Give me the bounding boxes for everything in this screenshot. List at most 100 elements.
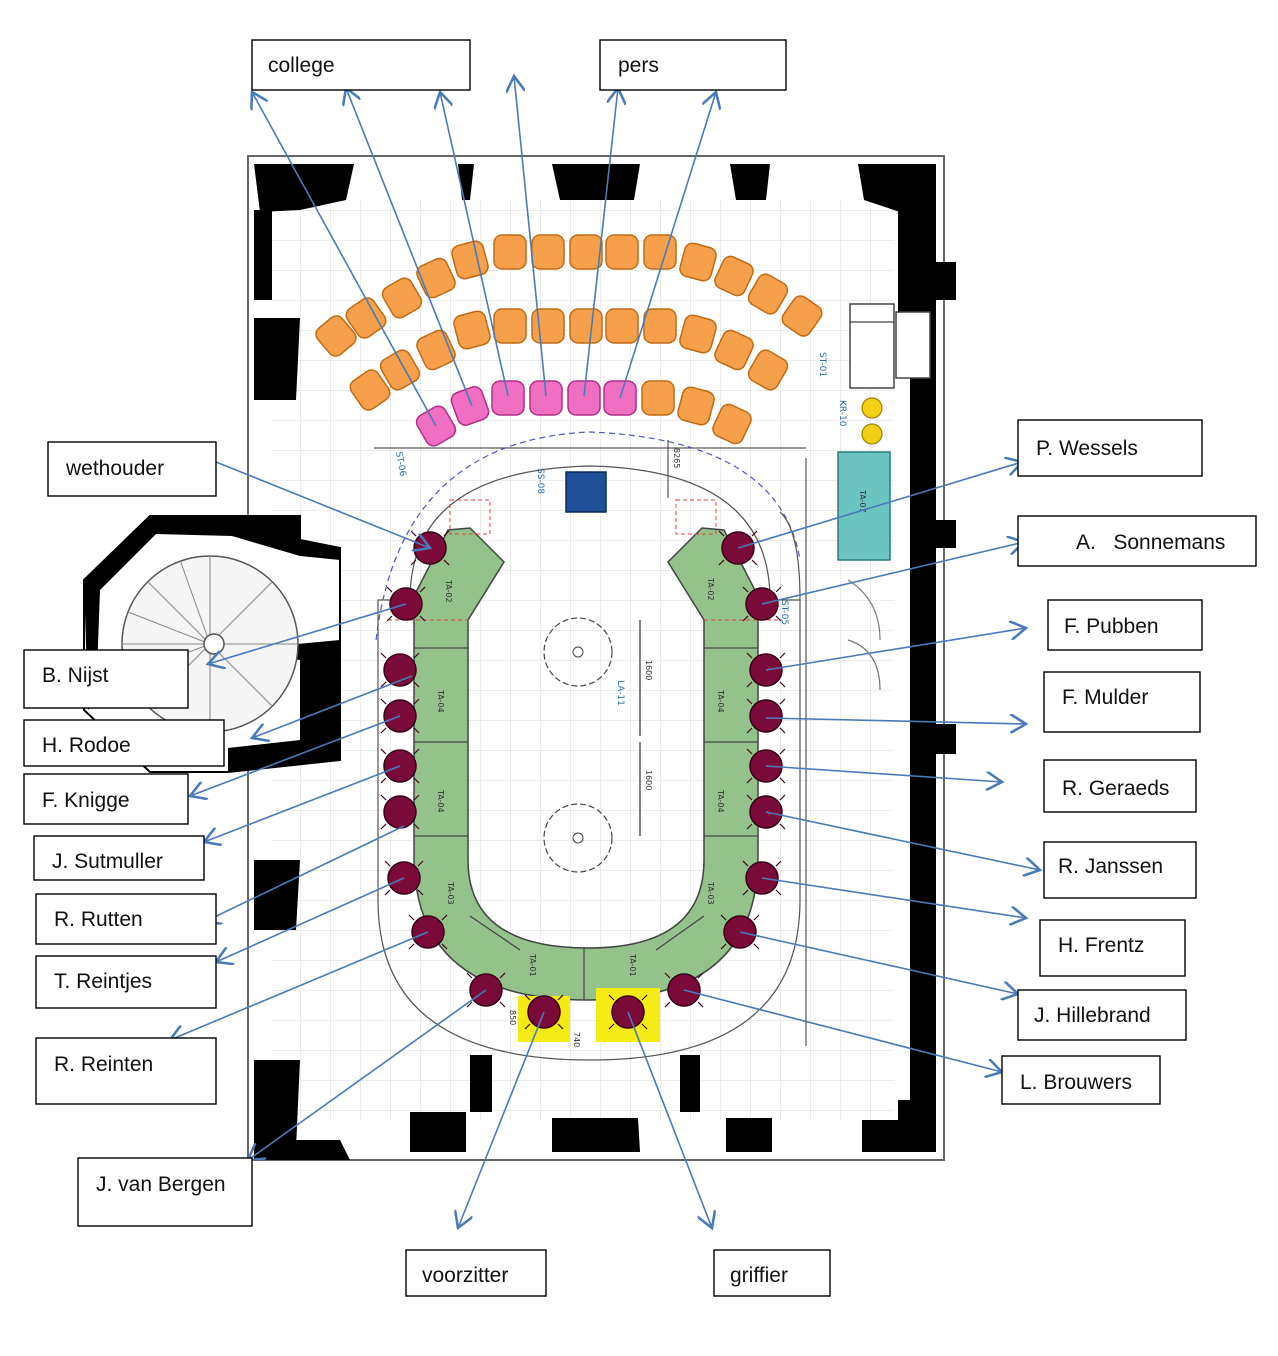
mark-la-11: LA-11 (615, 680, 625, 706)
label-box-l-brouwers (1001, 1055, 1161, 1105)
mark-ss-08: SS-08 (535, 468, 545, 494)
label-p-wessels: P. Wessels (1017, 419, 1203, 477)
label-text-f-pubben: F. Pubben (1064, 615, 1159, 638)
wall-left-pier-2 (254, 860, 300, 930)
pointer-arrow (514, 76, 547, 397)
seat-legs (746, 794, 786, 830)
chair-shape (531, 234, 565, 270)
label-f-knigge: F. Knigge (23, 773, 189, 825)
label-text-h-rodoe: H. Rodoe (42, 734, 131, 757)
audience-chair (679, 242, 717, 282)
label-f-mulder: F. Mulder (1043, 671, 1201, 733)
label-text-p-wessels: P. Wessels (1036, 437, 1138, 460)
mark-dim-a: 1600 (644, 660, 653, 680)
label-text-r-reinten: R. Reinten (54, 1053, 153, 1076)
label-box-b-nijst (23, 649, 189, 709)
audience-chair (643, 234, 677, 270)
pointer-arrow (765, 628, 1026, 671)
wall-left-pier-3 (254, 1060, 300, 1148)
pointer-arrow (619, 92, 716, 399)
seat-legs (380, 652, 420, 688)
audience-chair (747, 273, 789, 315)
audience-seating (315, 234, 823, 447)
spiral-stair-core (203, 633, 225, 655)
college-chair (529, 380, 563, 416)
chair-shape (453, 310, 491, 350)
door-swing-right (847, 579, 881, 691)
seat-legs (746, 698, 786, 734)
mark-dim-c: 8265 (672, 448, 681, 468)
ceiling-fixture-1 (543, 617, 613, 687)
label-text-r-janssen: R. Janssen (1058, 855, 1163, 878)
label-text-a-sonnemans: A. Sonnemans (1076, 531, 1225, 554)
label-box-h-rodoe (23, 719, 225, 767)
mark-kr-10: KR-10 (837, 400, 847, 427)
label-box-r-reinten (35, 1037, 217, 1105)
label-h-rodoe: H. Rodoe (23, 719, 225, 767)
ceiling-fixture-1-core (572, 646, 584, 658)
council-seat (746, 698, 786, 734)
label-box-a-sonnemans (1017, 515, 1257, 567)
chair-shape (605, 308, 639, 344)
audience-chair (605, 234, 639, 270)
pointer-arrow (208, 603, 407, 664)
pointer-arrow (216, 877, 405, 962)
label-r-rutten: R. Rutten (35, 893, 217, 945)
label-r-reinten: R. Reinten (35, 1037, 217, 1105)
audience-chair (712, 403, 752, 445)
table-red-dashes (388, 499, 782, 621)
label-pers: pers (599, 39, 787, 91)
label-box-j-sutmuller (33, 835, 205, 881)
label-j-sutmuller: J. Sutmuller (33, 835, 205, 881)
chair-shape (605, 234, 639, 270)
label-text-j-hillebrand: J. Hillebrand (1034, 1004, 1151, 1027)
wall-top-pier-4 (730, 164, 770, 200)
label-box-r-janssen (1043, 841, 1197, 899)
right-door (895, 311, 931, 379)
pointer-arrow (765, 718, 1026, 724)
label-j-hillebrand: J. Hillebrand (1017, 989, 1187, 1041)
dashed-arc (375, 431, 801, 641)
pointer-arrows (170, 76, 1040, 1228)
audience-chair (641, 380, 675, 416)
label-text-l-brouwers: L. Brouwers (1020, 1071, 1132, 1094)
mark-dim-e: 850 (508, 1010, 517, 1025)
seat-legs (386, 586, 426, 622)
pointer-arrow (346, 88, 473, 407)
label-box-f-mulder (1043, 671, 1201, 733)
council-table: TA-02 TA-04 TA-04 TA-03 TA-01 TA-01 TA-0… (377, 465, 867, 1061)
chair-shape (493, 308, 527, 344)
chair-shape (450, 386, 490, 426)
table-tag-ta-03-right: TA-03 (706, 881, 715, 905)
label-box-f-pubben (1047, 599, 1203, 651)
label-box-college (251, 39, 471, 91)
table-outer-line (377, 465, 801, 1061)
pointer-arrow (170, 931, 429, 1040)
pointer-arrow (583, 88, 618, 397)
audience-chair (315, 315, 357, 357)
pointer-arrow (204, 765, 401, 842)
chair-shape (679, 314, 717, 354)
audience-chair (531, 234, 565, 270)
pointer-arrow (761, 877, 1026, 918)
chair-shape (781, 295, 823, 337)
chair-shape (315, 315, 357, 357)
chair-shape (345, 297, 387, 339)
seat-legs (408, 914, 448, 950)
wall-top-pier-5 (858, 164, 936, 212)
chair-shape (714, 329, 754, 371)
pointer-arrow (215, 461, 430, 548)
wall-bottom-pier-7 (862, 1120, 936, 1152)
chair-shape (569, 308, 603, 344)
seat-shape (749, 699, 783, 733)
chair-shape (712, 403, 752, 445)
seat-legs (664, 972, 704, 1008)
seat-shape (383, 795, 417, 829)
label-text-j-sutmuller: J. Sutmuller (52, 850, 163, 873)
wall-bottom-pier-1 (254, 1140, 350, 1160)
audience-chair (345, 297, 387, 339)
label-box-pers (599, 39, 787, 91)
label-box-t-reintjes (35, 955, 217, 1009)
audience-chair (349, 369, 391, 411)
table-seams (414, 647, 758, 1000)
